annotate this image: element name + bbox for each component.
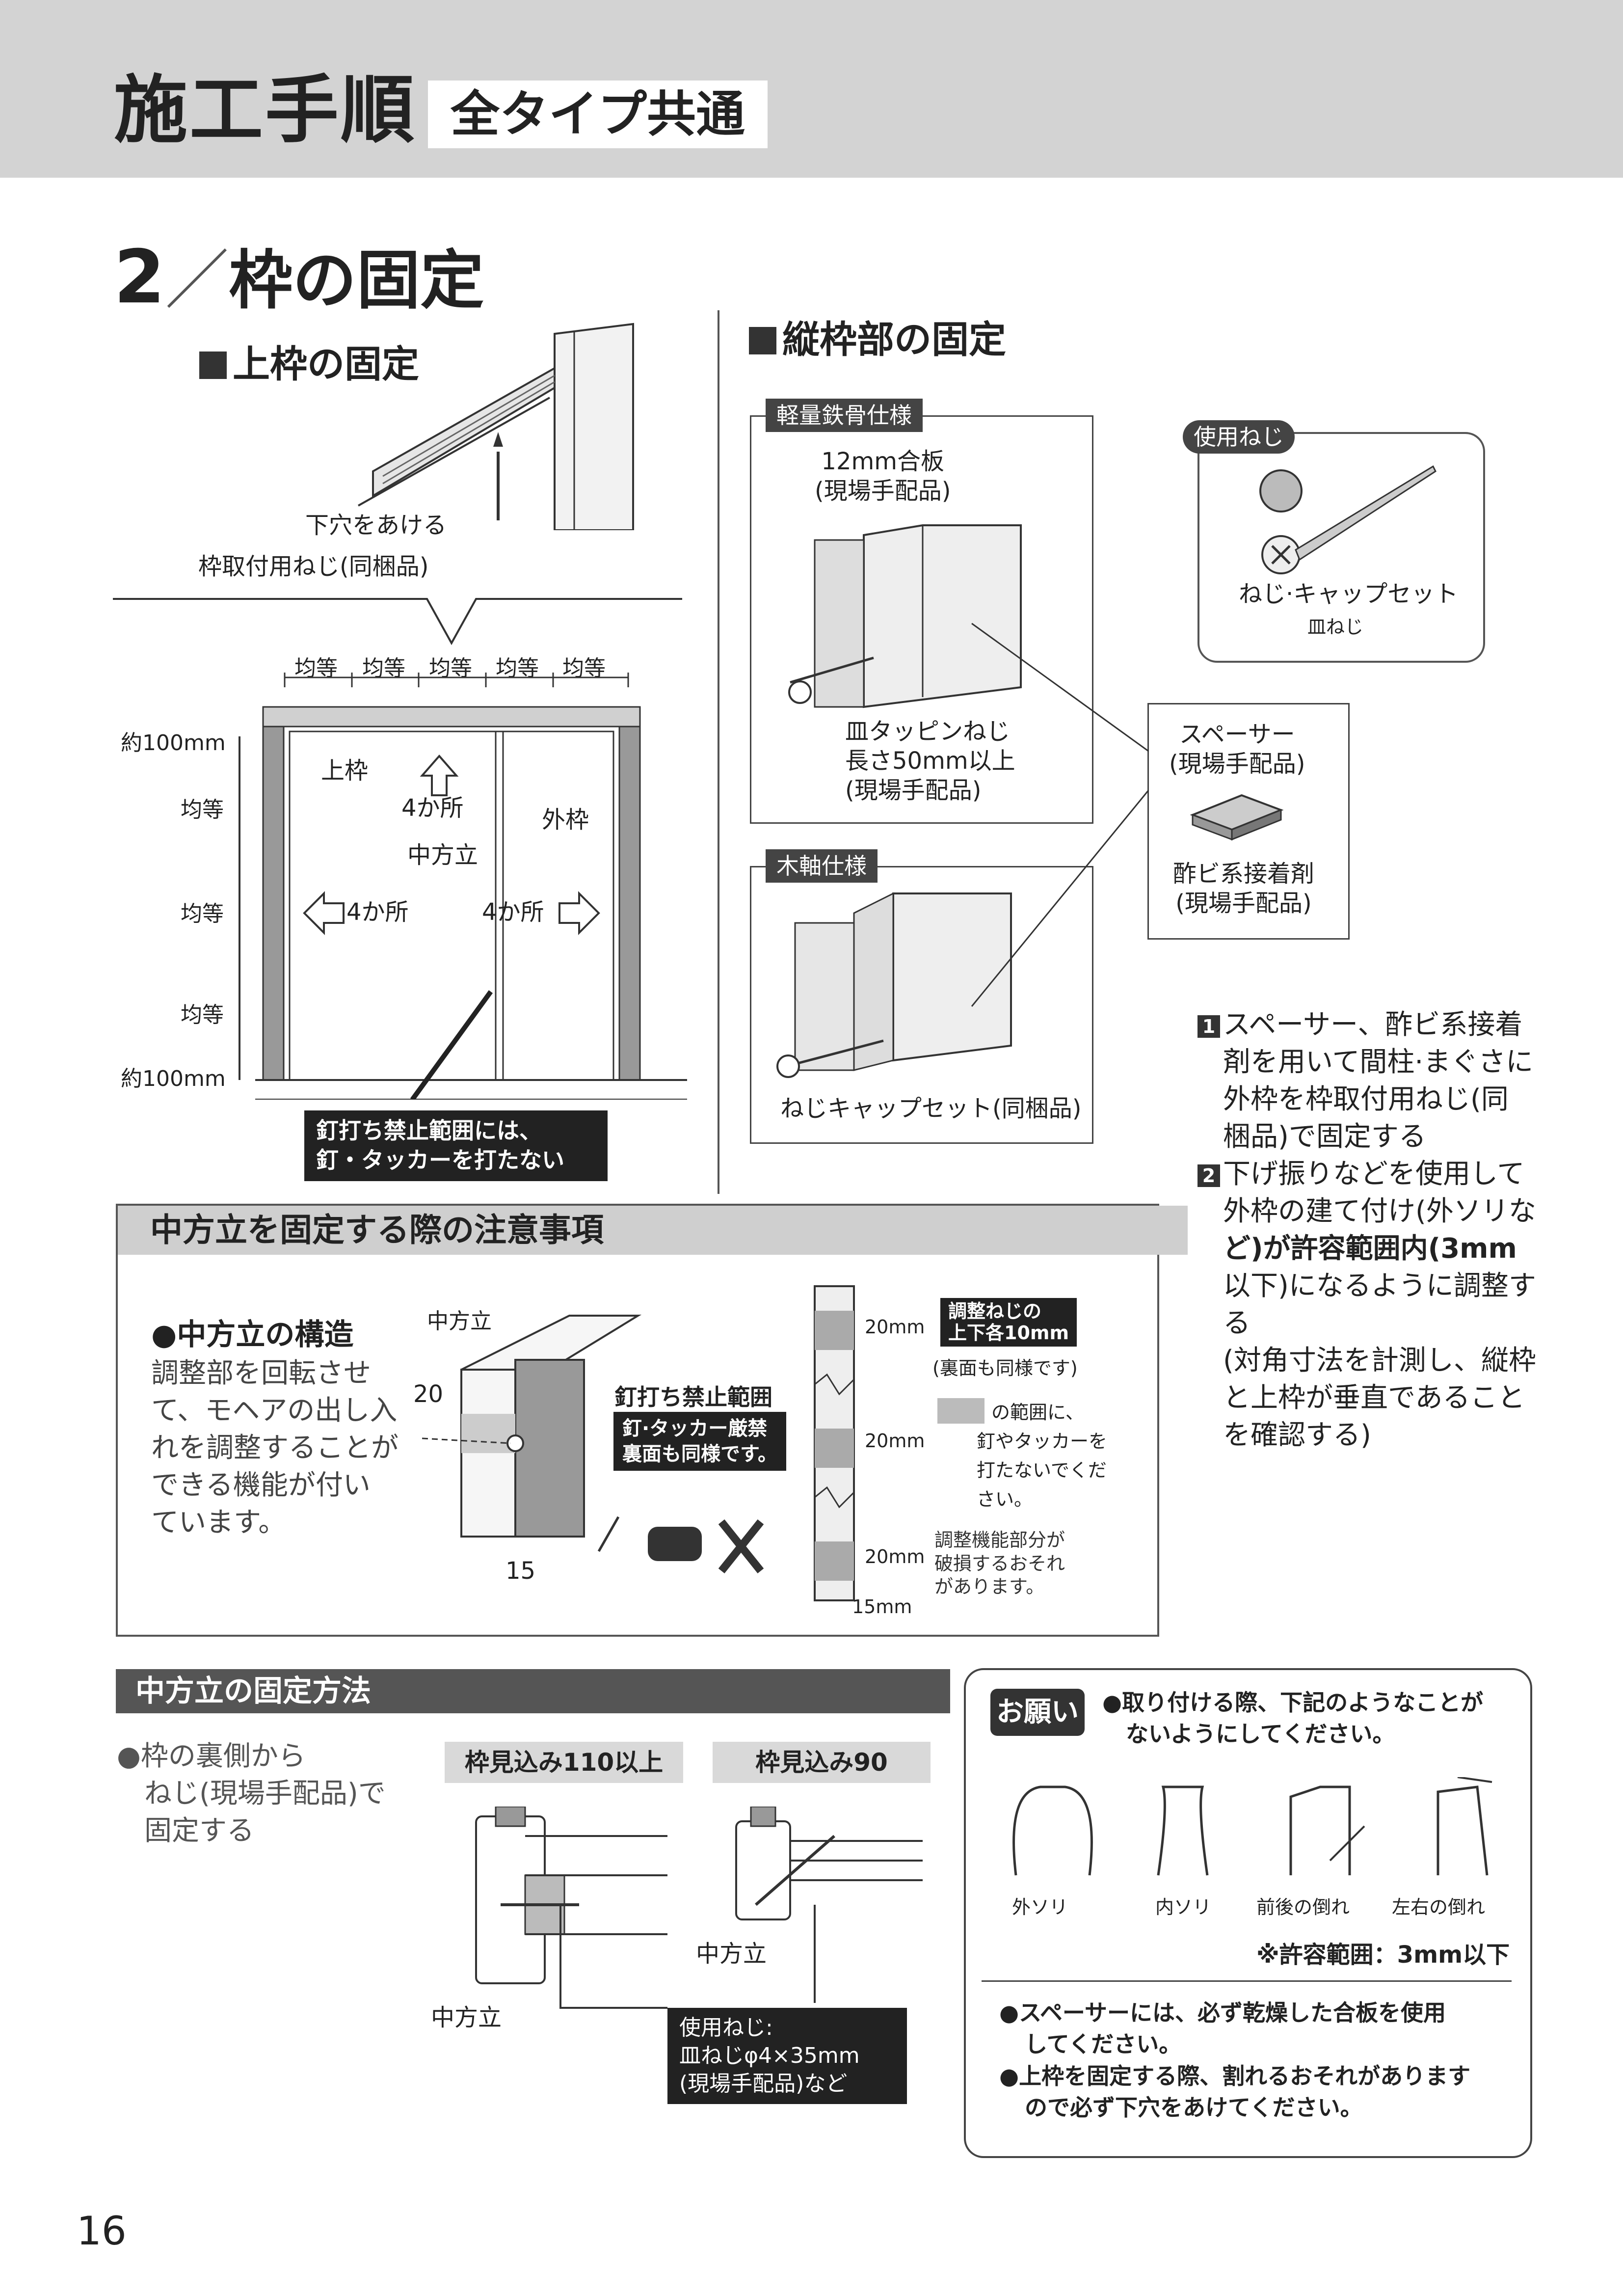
callout-arrow	[113, 598, 682, 646]
fix-110-drawing	[475, 1807, 667, 1984]
fix-method-title: 中方立の固定方法	[116, 1669, 950, 1713]
square-bullet-icon	[749, 327, 776, 354]
frame-elevation-drawing	[255, 673, 687, 1100]
dim-top: 約100mm	[121, 730, 226, 756]
label-center-mullion: 中方立	[407, 841, 479, 869]
square-bullet-icon	[199, 351, 227, 379]
screw-leader-lines	[559, 1905, 816, 2009]
left-dim-line	[239, 736, 240, 1080]
drill-note: 下穴をあける	[305, 512, 447, 539]
wood-frame-drawing	[776, 892, 1012, 1078]
structure-text: 調整部を回転させて、モヘアの出し入れを調整することができる機能が付いています。	[151, 1357, 399, 1539]
header-band	[0, 0, 1623, 178]
count-right: 4か所	[482, 898, 544, 926]
fix-90-drawing	[735, 1807, 923, 1920]
spacer-leader-lines	[971, 622, 1149, 1007]
screws-used-sub: 皿ねじ	[1307, 616, 1364, 638]
reverse-note: (裏面も同様です)	[932, 1357, 1078, 1379]
mullion-label: 中方立	[427, 1309, 492, 1334]
mullion-structure-drawing	[422, 1315, 642, 1538]
no-nail-label: 釘·タッカー厳禁裏面も同様です。	[613, 1412, 786, 1471]
fix-method-text: ●枠の裏側から ねじ(現場手配品)で 固定する	[117, 1740, 386, 1847]
spacer-label: スペーサー(現場手配品)	[1169, 721, 1305, 778]
frame-distortion-drawing	[1012, 1777, 1492, 1876]
no-nail-title: 釘打ち禁止範囲	[614, 1384, 772, 1410]
top-frame-corner-drawing	[358, 323, 634, 530]
request-notes: ●スペーサーには、必ず乾燥した合板を使用 してください。 ●上枠を固定する際、割…	[999, 1999, 1471, 2121]
caution-title: 中方立を固定する際の注意事項	[118, 1206, 1188, 1255]
label-top-frame: 上枠	[321, 757, 369, 784]
fix-label-b: 中方立	[696, 1940, 767, 1968]
wood-screw-label: ねじキャップセット(同梱品)	[780, 1095, 1082, 1122]
case-left-right: 左右の倒れ	[1392, 1896, 1486, 1918]
screw-cap-drawing	[1259, 465, 1437, 574]
damage-text: 調整機能部分が破損するおそれがあります。	[934, 1529, 1065, 1597]
case-front-back: 前後の倒れ	[1256, 1896, 1350, 1918]
steel-spec-tag: 軽量鉄骨仕様	[766, 399, 923, 432]
section-title: 2／枠の固定	[114, 241, 484, 314]
request-intro: ●取り付ける際、下記のようなことがないようにしてください。	[1102, 1689, 1484, 1748]
screws-used-name: ねじ·キャップセット	[1239, 580, 1459, 608]
steel-screw-label: 皿タッピンねじ長さ50mm以上(現場手配品)	[845, 718, 1015, 804]
screws-used-box	[1197, 432, 1485, 663]
dim-equal-1: 均等	[181, 797, 224, 822]
count-left: 4か所	[346, 898, 409, 926]
count-top: 4か所	[401, 794, 464, 822]
plywood-label: 12mm合板(現場手配品)	[815, 448, 951, 505]
dim-equal-2: 均等	[181, 901, 224, 926]
dim-20: 20	[413, 1380, 444, 1408]
fix-screw-label: 使用ねじ:皿ねじφ4×35mm(現場手配品)など	[667, 2008, 907, 2104]
steel-frame-drawing	[788, 524, 1022, 708]
request-badge: お願い	[990, 1689, 1085, 1736]
vertical-frame-heading: 縦枠部の固定	[749, 321, 1006, 358]
hammer-prohibited-drawing	[597, 1516, 764, 1573]
screw-note: 枠取付用ねじ(同梱品)	[198, 553, 429, 580]
dim-20mm-2: 20mm	[865, 1430, 925, 1452]
top-frame-heading: 上枠の固定	[199, 346, 419, 383]
caution-box	[116, 1204, 1159, 1637]
col2-header: 枠見込み90	[713, 1742, 931, 1783]
dim-20mm-3: 20mm	[865, 1546, 925, 1567]
request-divider	[982, 1980, 1512, 1982]
adhesive-label: 酢ビ系接着剤(現場手配品)	[1173, 860, 1315, 917]
page-title: 施工手順	[114, 68, 417, 153]
tolerance-note: ※許容範囲：3mm以下	[1256, 1941, 1510, 1969]
spacer-drawing	[1190, 794, 1284, 841]
dim-bottom: 約100mm	[121, 1066, 226, 1091]
dim-20mm-1: 20mm	[865, 1316, 925, 1338]
case-inward: 内ソリ	[1155, 1896, 1212, 1918]
mullion-elevation-drawing	[814, 1285, 855, 1601]
dim-equal-3: 均等	[181, 1002, 224, 1027]
page-number: 16	[77, 2208, 127, 2254]
type-badge: 全タイプ共通	[428, 81, 768, 148]
fix-label-a: 中方立	[431, 2004, 502, 2031]
screws-used-tag: 使用ねじ	[1183, 420, 1295, 454]
case-outward: 外ソリ	[1012, 1896, 1068, 1918]
range-text: の範囲に、 釘やタッカーを 打たないでくだ さい。	[977, 1402, 1108, 1510]
wood-spec-tag: 木軸仕様	[766, 849, 878, 883]
dim-15: 15	[506, 1557, 536, 1585]
request-box	[964, 1668, 1532, 2158]
nail-warning-label: 釘打ち禁止範囲には、釘・タッカーを打たない	[304, 1110, 608, 1181]
structure-title: ●中方立の構造	[151, 1318, 354, 1352]
column-divider	[718, 310, 719, 1194]
section-title-text: 枠の固定	[229, 243, 484, 318]
col1-header: 枠見込み110以上	[445, 1742, 683, 1783]
label-outer-frame: 外枠	[542, 806, 589, 834]
dim-15mm: 15mm	[852, 1596, 912, 1618]
adjust-screw-label: 調整ねじの上下各10mm	[940, 1298, 1077, 1347]
section-number: 2	[114, 235, 165, 320]
section-slash: ／	[165, 243, 229, 318]
gray-range-swatch	[937, 1398, 984, 1424]
